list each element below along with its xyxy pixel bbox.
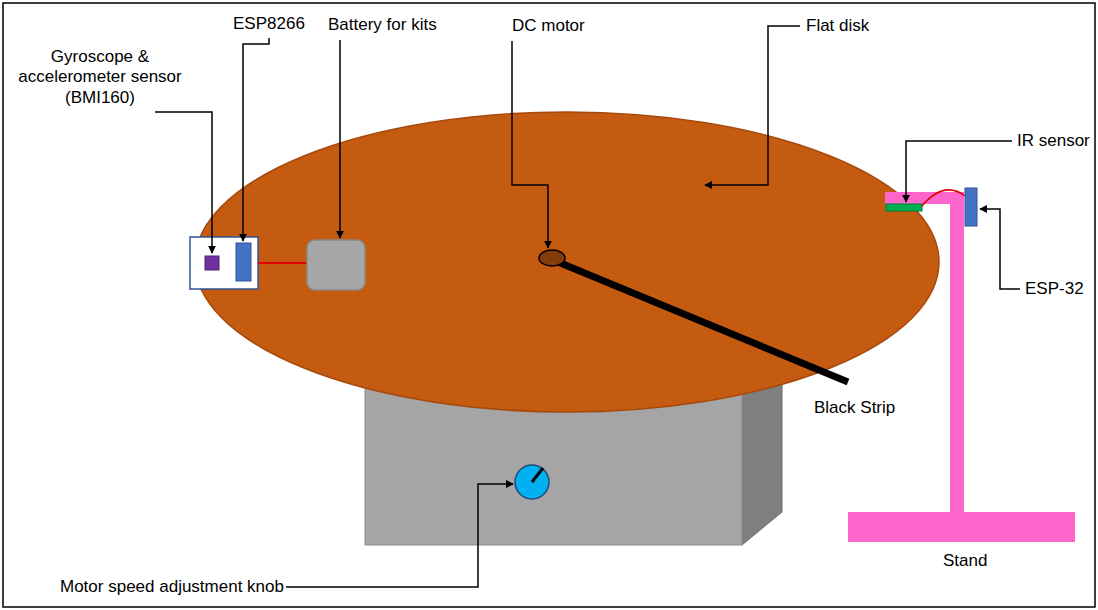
- power-wire: [258, 262, 307, 264]
- part-label: Battery for kits: [328, 15, 437, 35]
- battery: [307, 240, 365, 290]
- flat-disk: [195, 112, 939, 412]
- dc-motor: [539, 250, 565, 266]
- frame-border: [3, 3, 1095, 607]
- part-label: Black Strip: [814, 398, 895, 418]
- leader-line: [286, 484, 513, 587]
- leader-line: [155, 112, 212, 253]
- bmi160-chip: [205, 256, 219, 270]
- leader-line: [243, 38, 269, 241]
- stand-base: [848, 512, 1075, 542]
- sensor-wire: [922, 190, 965, 206]
- box-side: [742, 372, 782, 545]
- part-label: Flat disk: [806, 16, 869, 36]
- black-strip: [558, 262, 848, 382]
- leader-line: [705, 26, 800, 185]
- speed-knob: [515, 465, 549, 499]
- esp32-module: [965, 188, 977, 226]
- part-label: Stand: [943, 551, 987, 571]
- leader-line: [339, 40, 341, 238]
- leader-line: [906, 141, 1012, 202]
- part-label: Gyroscope & accelerometer sensor (BMI160…: [15, 47, 185, 108]
- sensor-board: [190, 237, 258, 289]
- leader-line: [512, 41, 548, 248]
- part-label: ESP-32: [1025, 279, 1084, 299]
- part-label: IR sensor: [1017, 131, 1090, 151]
- part-label: Motor speed adjustment knob: [60, 577, 284, 597]
- leader-line: [980, 209, 1020, 289]
- part-label: DC motor: [512, 16, 585, 36]
- ir-sensor: [886, 204, 922, 211]
- part-label: ESP8266: [233, 14, 305, 34]
- esp8266-module: [236, 243, 251, 281]
- stand-pole: [950, 192, 964, 514]
- knob-pointer: [532, 468, 543, 482]
